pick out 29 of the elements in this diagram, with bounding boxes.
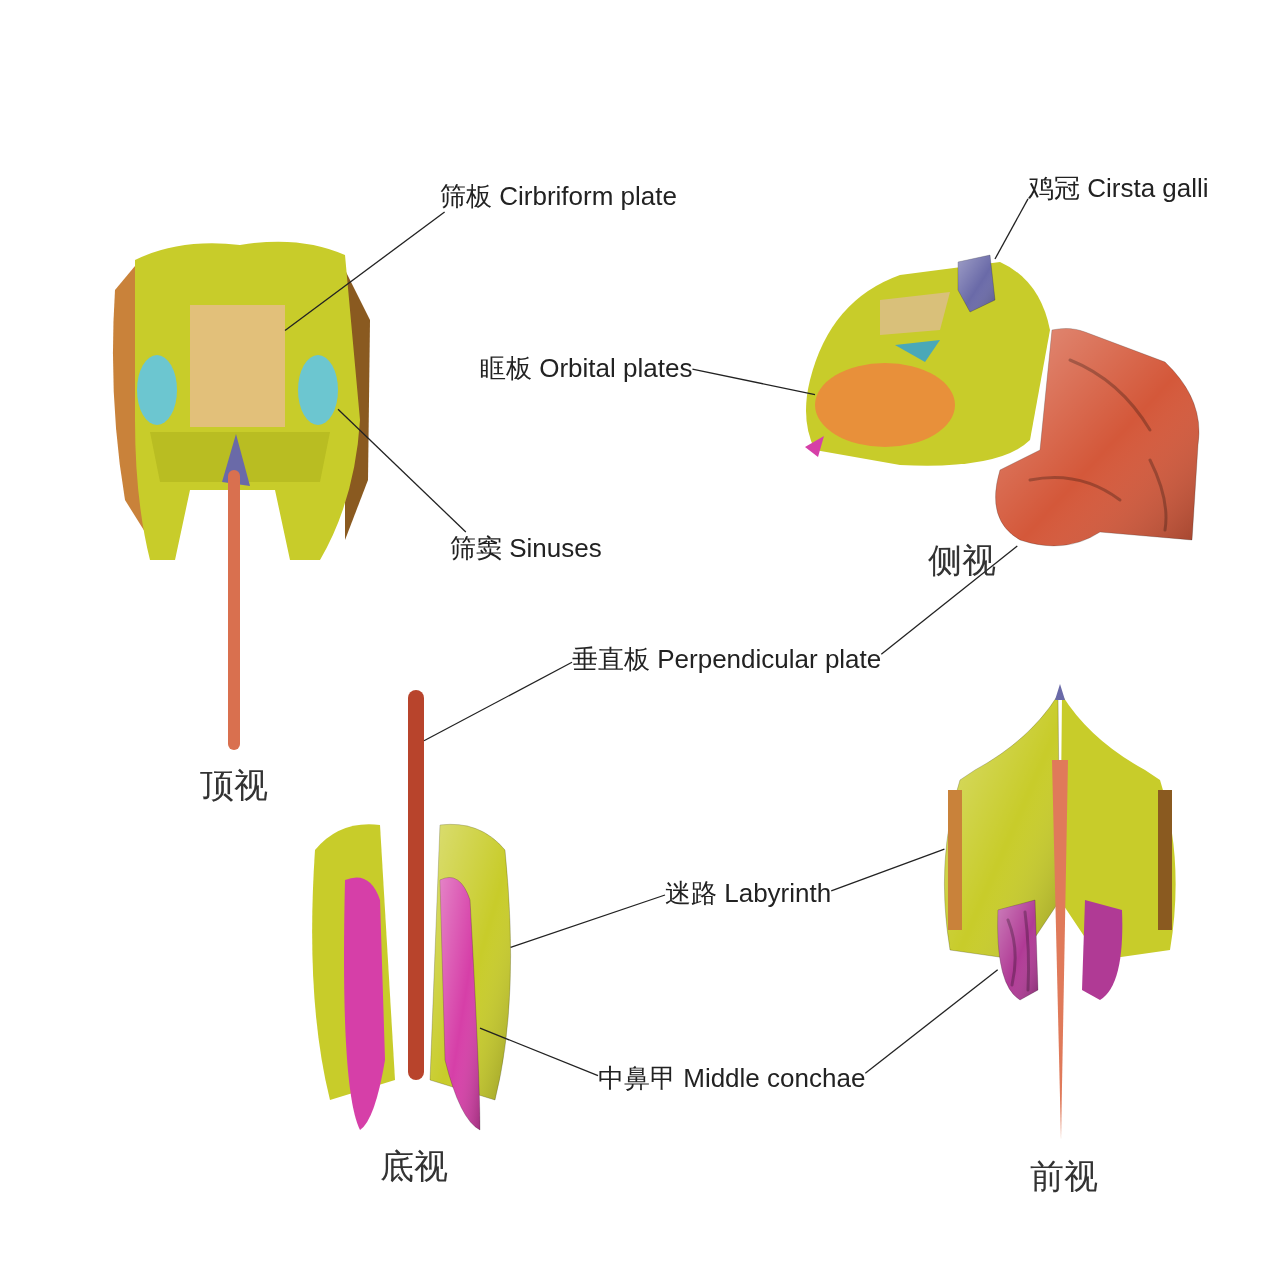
view-caption: 前视 xyxy=(1030,1156,1098,1196)
callout-label: 垂直板 Perpendicular plate xyxy=(572,643,882,675)
plate-region xyxy=(995,327,1200,547)
leader-line xyxy=(284,211,446,332)
plate-region xyxy=(190,305,285,427)
callout-label: 迷路 Labyrinth xyxy=(665,877,832,909)
leader-line xyxy=(691,368,816,396)
callout-label: 眶板 Orbital plates xyxy=(480,352,693,384)
callout-label: 中鼻甲 Middle conchae xyxy=(598,1062,866,1094)
callout-label: 筛板 Cirbriform plate xyxy=(440,180,677,212)
view-caption: 侧视 xyxy=(928,540,996,580)
leader-line xyxy=(423,661,573,742)
leader-line xyxy=(479,1027,599,1077)
leader-line xyxy=(880,545,1018,655)
concha-region xyxy=(439,877,481,1131)
leader-line xyxy=(509,894,666,948)
view-caption: 顶视 xyxy=(200,765,268,805)
plate-region xyxy=(408,690,424,1080)
callout-label: 筛窦 Sinuses xyxy=(450,532,602,564)
callout-label: 鸡冠 Cirsta galli xyxy=(1028,172,1209,204)
leader-line xyxy=(337,408,467,533)
crest-region xyxy=(957,254,996,313)
leader-line xyxy=(830,848,946,892)
leader-line xyxy=(994,198,1029,260)
leader-line xyxy=(864,969,999,1074)
concha-region xyxy=(997,899,1039,1001)
sinus-opening xyxy=(298,355,338,425)
view-caption: 底视 xyxy=(380,1146,448,1186)
plate-region xyxy=(815,363,955,447)
